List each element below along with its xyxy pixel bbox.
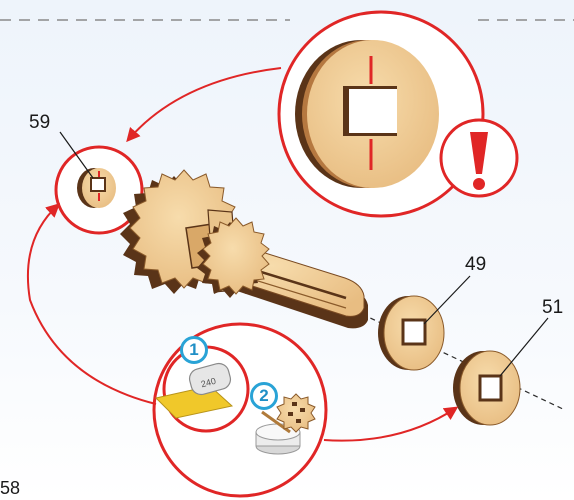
step-badge-1: 1: [180, 336, 208, 364]
leader-51: [500, 318, 548, 376]
zoom-arrow: [128, 68, 281, 140]
leader-49: [424, 276, 470, 324]
square-hole-detail: [343, 86, 397, 136]
part-51-disc: [453, 351, 520, 425]
page-number: 58: [0, 478, 20, 499]
part-label-59: 59: [29, 113, 50, 132]
part-label-49: 49: [465, 255, 486, 274]
step-badge-2: 2: [250, 382, 278, 410]
warning-icon: [441, 120, 517, 196]
part-49-disc: [378, 296, 444, 370]
arrow-to-part-51: [324, 408, 456, 441]
part-label-51: 51: [542, 298, 563, 317]
